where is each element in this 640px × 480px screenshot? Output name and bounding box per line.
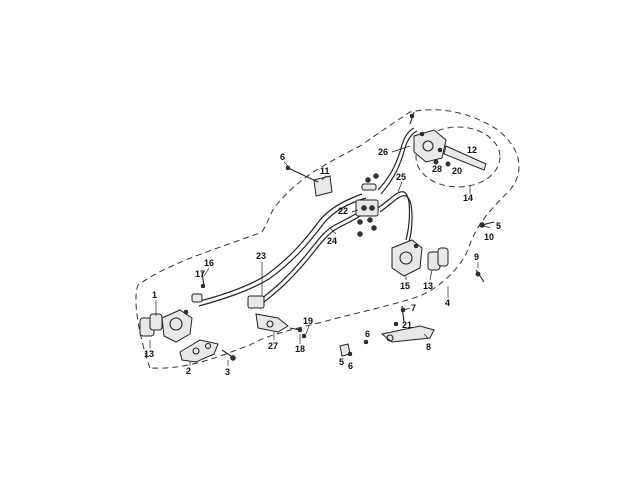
bracket-screw-6 (285, 165, 319, 183)
label-25: 25 (396, 172, 406, 182)
label-13-rear: 13 (423, 281, 433, 291)
delay-valve (247, 295, 289, 333)
label-15: 15 (400, 281, 410, 291)
valve-screw-18 (289, 327, 303, 333)
label-27: 27 (268, 341, 278, 351)
label-20: 20 (452, 166, 462, 176)
label-16: 16 (204, 258, 214, 268)
bleeder-screw-10 (479, 221, 495, 228)
pedal-bolt-5 (339, 343, 353, 357)
lever-group-outline (415, 126, 501, 188)
label-17: 17 (195, 269, 205, 279)
brake-pedal (380, 325, 435, 343)
label-4: 4 (445, 298, 450, 308)
valve-washer-19 (301, 333, 307, 339)
label-23: 23 (256, 251, 266, 261)
label-28: 28 (432, 164, 442, 174)
hose-25 (377, 191, 413, 243)
label-6-bracket: 6 (280, 152, 285, 162)
joint-bolts (357, 217, 377, 237)
hose-clip (191, 293, 203, 303)
caliper-bracket (179, 339, 219, 363)
label-8: 8 (426, 342, 431, 352)
front-caliper (161, 309, 193, 343)
label-12: 12 (467, 145, 477, 155)
label-24: 24 (327, 236, 337, 246)
label-7: 7 (411, 303, 416, 313)
label-21: 21 (402, 320, 412, 330)
three-way-joint (355, 199, 379, 217)
label-19: 19 (303, 316, 313, 326)
label-5-bottom: 5 (339, 357, 344, 367)
label-11: 11 (320, 166, 330, 176)
label-5-right: 5 (496, 221, 501, 231)
label-14: 14 (463, 193, 473, 203)
assembly-outline (135, 109, 520, 369)
pedal-washer-6 (363, 339, 369, 345)
bracket-bolt (221, 349, 236, 361)
front-brake-pad (139, 313, 163, 337)
label-13-front: 13 (144, 349, 154, 359)
bleeder-screw-9 (475, 269, 485, 283)
label-6-pedal: 6 (365, 329, 370, 339)
hose-26 (377, 127, 418, 195)
label-10: 10 (484, 232, 494, 242)
clip-screw (200, 271, 206, 289)
callout-labels: 1 13 2 3 16 17 23 27 18 19 6 11 22 24 25… (144, 145, 501, 377)
rear-brake-hose (259, 207, 370, 304)
joint-banjo-bolts (361, 173, 379, 191)
lever-screws (409, 111, 451, 167)
label-3: 3 (225, 367, 230, 377)
leader-lines (149, 145, 491, 366)
label-6-bottom: 6 (348, 361, 353, 371)
label-1: 1 (152, 290, 157, 300)
label-22: 22 (338, 206, 348, 216)
brake-lever (443, 145, 487, 171)
label-9: 9 (474, 252, 479, 262)
rear-brake-pad (427, 247, 449, 271)
master-cylinder (413, 129, 447, 163)
label-18: 18 (295, 344, 305, 354)
label-26: 26 (378, 147, 388, 157)
rear-caliper (391, 239, 423, 277)
pedal-spring-7 (400, 305, 406, 323)
label-2: 2 (186, 366, 191, 376)
pedal-pin-21 (393, 321, 399, 327)
front-brake-hose (195, 193, 367, 307)
